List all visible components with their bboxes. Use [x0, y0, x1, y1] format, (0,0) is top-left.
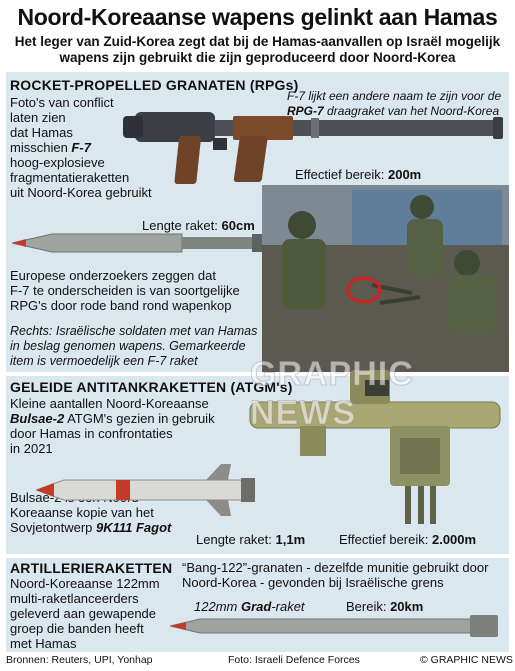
caption-line: in beslag genomen wapens. Gemarkeerde	[10, 339, 246, 353]
rpg-intro-word: misschien	[10, 140, 68, 155]
rpg-heading: ROCKET-PROPELLED GRANATEN (RPGs)	[10, 77, 299, 93]
rpg-length-label: Lengte raket:	[142, 218, 222, 233]
rpg-intro-line: laten zien	[10, 110, 66, 125]
rpg-intro: Foto's van conflict laten zien dat Hamas…	[10, 95, 152, 200]
bulsae2-launcher-illustration	[249, 370, 501, 524]
grad-suffix: -raket	[271, 599, 305, 614]
bang122-line: “Bang-122”-granaten - dezelfde munitie g…	[182, 560, 489, 575]
grad-label: 122mm Grad-raket	[194, 599, 305, 614]
caption-line: Rechts: Israëlische soldaten met van Ham…	[10, 324, 258, 338]
atgm-intro-line: in 2021	[10, 441, 53, 456]
eu-research-text: Europese onderzoekers zeggen dat F-7 te …	[10, 268, 240, 313]
rpg-intro-line: dat Hamas	[10, 125, 73, 140]
grad-rocket-illustration	[170, 615, 498, 637]
atgm-length-value: 1,1m	[275, 532, 306, 547]
bulsae2-missile-illustration	[36, 464, 255, 516]
f7-note-line: F-7 lijkt een andere naam te zijn voor d…	[287, 89, 502, 103]
atgm-intro-line: Bulsae-2 ATGM's gezien in gebruik	[10, 411, 215, 426]
eu-line: RPG's door rode band rond wapenkop	[10, 298, 232, 313]
rpg-intro-line: misschien F-7	[10, 140, 152, 155]
eu-line: F-7 te onderscheiden is van soortgelijke	[10, 283, 240, 298]
rpg-range: Effectief bereik: 200m	[295, 167, 421, 182]
artillery-line: groep die banden heeft	[10, 621, 144, 636]
f7-rocket-illustration	[12, 233, 264, 253]
artillery-intro: Noord-Koreaanse 122mm multi-raketlanceer…	[10, 576, 160, 651]
artillery-line: Noord-Koreaanse 122mm	[10, 576, 160, 591]
page-subtitle: Het leger van Zuid-Korea zegt dat bij de…	[0, 34, 515, 66]
sources-credit: Bronnen: Reuters, UPI, Yonhap	[6, 654, 153, 666]
rpg-range-value: 200m	[387, 167, 422, 182]
f7-note: F-7 lijkt een andere naam te zijn voor d…	[287, 89, 501, 119]
atgm-copy-line: Koreaanse kopie van het	[10, 505, 154, 520]
bang122-line: Noord-Korea - gevonden bij Israëlische g…	[182, 575, 444, 590]
rpg-intro-line: uit Noord-Korea gebruikt	[10, 185, 152, 200]
artillery-line: multi-raketlanceerders	[10, 591, 139, 606]
photo-caption: Rechts: Israëlische soldaten met van Ham…	[10, 324, 257, 369]
watermark: GRAPHIC NEWS	[250, 355, 414, 433]
artillery-section: ARTILLERIERAKETTEN Noord-Koreaanse 122mm…	[6, 558, 509, 652]
rpg-intro-line: fragmentatieraketten	[10, 170, 130, 185]
atgm-intro-rest: ATGM's gezien in gebruik	[64, 411, 215, 426]
subtitle-line-2: wapens zijn gebruikt die zijn geproducee…	[59, 50, 456, 65]
bang122-text: “Bang-122”-granaten - dezelfde munitie g…	[182, 560, 488, 590]
atgm-range-label: Effectief bereik:	[339, 532, 432, 547]
rpg-length: Lengte raket: 60cm	[142, 218, 255, 233]
copyright: © GRAPHIC NEWS	[420, 654, 513, 666]
atgm-length: Lengte raket: 1,1m	[196, 532, 305, 547]
subtitle-line-1: Het leger van Zuid-Korea zegt dat bij de…	[14, 34, 501, 49]
rpg7-launcher-illustration	[123, 112, 503, 184]
atgm-range-value: 2.000m	[431, 532, 477, 547]
page-title: Noord-Koreaanse wapens gelinkt aan Hamas	[17, 4, 498, 30]
rpg-range-label: Effectief bereik:	[295, 167, 388, 182]
photo-credit: Foto: Israeli Defence Forces	[228, 654, 360, 666]
grad-name: Grad	[240, 599, 272, 614]
atgm-length-label: Lengte raket:	[196, 532, 276, 547]
atgm-copy-word: Sovjetontwerp	[10, 520, 96, 535]
bulsae2-name: Bulsae-2	[10, 411, 65, 426]
artillery-line: geleverd aan gewapende	[10, 606, 157, 621]
fagot-name: 9K111 Fagot	[96, 520, 172, 535]
grad-calibre: 122mm	[194, 599, 241, 614]
artillery-heading: ARTILLERIERAKETTEN	[10, 560, 173, 576]
atgm-heading: GELEIDE ANTITANKRAKETTEN (ATGM's)	[10, 379, 293, 395]
grad-range: Bereik: 20km	[346, 599, 423, 614]
f7-note-rest: draagraket van het Noord-Korea	[323, 104, 500, 118]
atgm-copy-line: Sovjetontwerp 9K111 Fagot	[10, 520, 171, 535]
grad-range-value: 20km	[390, 599, 424, 614]
rpg-intro-line: hoog-explosieve	[10, 155, 105, 170]
artillery-line: met Hamas	[10, 636, 77, 651]
f7-name: F-7	[71, 140, 91, 155]
f7-note-line: RPG-7 draagraket van het Noord-Korea	[287, 104, 501, 119]
eu-line: Europese onderzoekers zeggen dat	[10, 268, 216, 283]
soldiers-photo	[262, 185, 509, 372]
caption-line: item is vermoedelijk een F-7 raket	[10, 354, 198, 368]
rpg7-name: RPG-7	[287, 104, 324, 118]
photo-content	[262, 185, 509, 372]
atgm-range: Effectief bereik: 2.000m	[339, 532, 476, 547]
rpg-length-value: 60cm	[221, 218, 255, 233]
atgm-intro-line: Kleine aantallen Noord-Koreaanse	[10, 396, 209, 411]
atgm-intro: Kleine aantallen Noord-Koreaanse Bulsae-…	[10, 396, 215, 456]
grad-range-label: Bereik:	[346, 599, 391, 614]
rpg-intro-line: Foto's van conflict	[10, 95, 114, 110]
highlight-circle	[346, 276, 382, 304]
atgm-intro-line: door Hamas in confrontaties	[10, 426, 173, 441]
